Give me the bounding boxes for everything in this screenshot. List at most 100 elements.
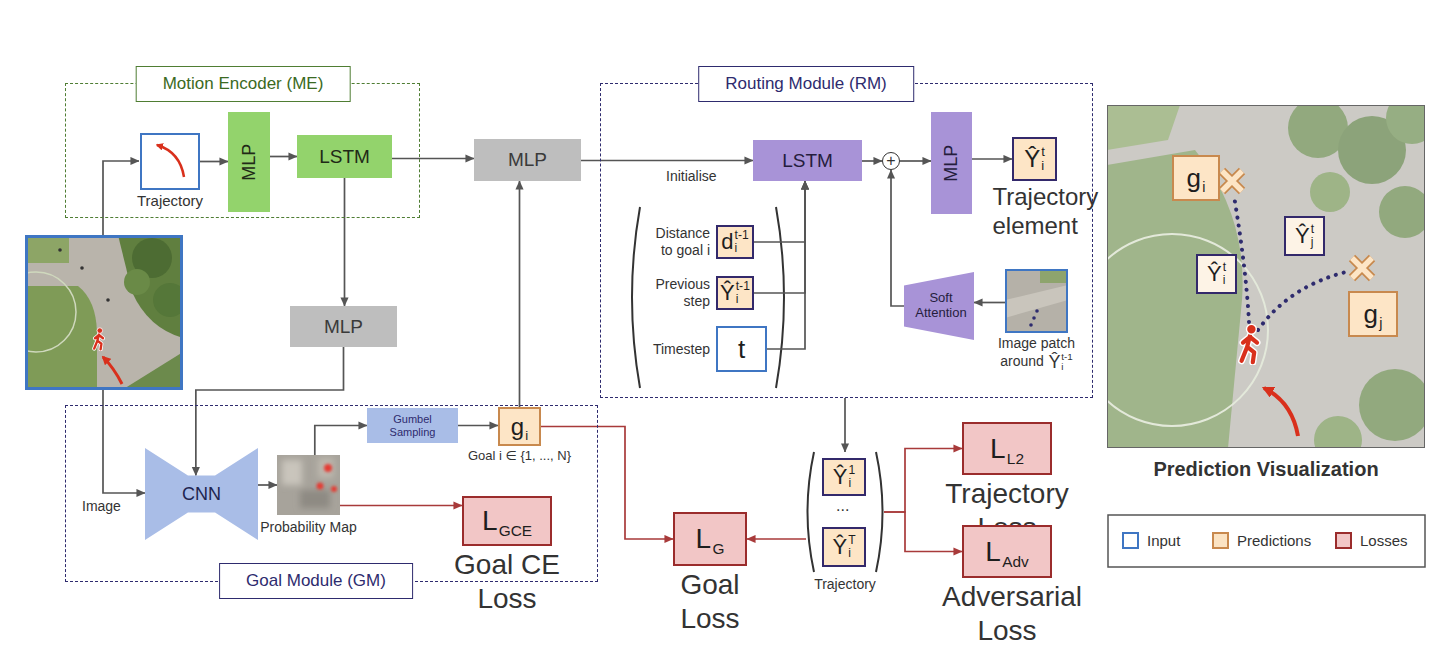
arrow-connector <box>541 427 673 540</box>
attention-block: Soft Attention <box>904 272 974 340</box>
variable-symbol: gi <box>1187 165 1206 191</box>
box-label: MLP <box>941 144 962 181</box>
probability-map-image <box>277 455 340 515</box>
input-image <box>25 235 69 263</box>
bracket <box>776 207 784 388</box>
image-patch-picture <box>1035 309 1039 313</box>
predicted-path <box>1258 271 1350 330</box>
variable-symbol: Ŷtj <box>1295 223 1314 248</box>
math-symbol: LG <box>696 525 725 553</box>
box-inner: + <box>883 153 899 169</box>
bracket <box>632 207 883 572</box>
superscript: t <box>1223 261 1226 274</box>
symbol-base: Ŷ <box>832 536 847 558</box>
symbol-scripts: Adv <box>1002 554 1029 570</box>
variable-symbol: Ŷti <box>1207 261 1226 286</box>
probability-map-image <box>317 483 324 490</box>
legend-text: Losses <box>1360 532 1408 549</box>
superscript: t <box>1311 223 1314 236</box>
box-inner: LL2 <box>964 424 1050 473</box>
layer-box: Gumbel Sampling <box>367 408 458 443</box>
box-inner: MLP <box>931 112 972 214</box>
variable-box: gj <box>1348 291 1398 337</box>
legend-text: Input <box>1147 532 1180 549</box>
symbol-scripts: G <box>712 541 724 557</box>
subscript: i <box>848 477 851 490</box>
probability-map-image <box>317 464 338 492</box>
subscript: j <box>1379 316 1382 331</box>
superscript: t <box>1041 145 1045 159</box>
box-label: Gumbel Sampling <box>379 413 446 438</box>
variable-box: Ŷti <box>1196 254 1237 294</box>
visualization-scene <box>1107 105 1425 448</box>
layer-box: MLP <box>474 139 581 181</box>
variable-symbol: Ŷt-1i <box>720 280 750 305</box>
input-frame <box>27 237 182 389</box>
layer-box: LSTM <box>753 140 862 181</box>
box-label: MLP <box>239 143 260 180</box>
goal-cross <box>1352 258 1372 278</box>
probability-map-image <box>331 486 337 492</box>
goal-cross <box>1222 171 1242 191</box>
arrow-connector <box>974 302 1005 304</box>
loss-box: LAdvAdversarial Loss <box>962 525 1052 578</box>
symbol-scripts: 1i <box>848 464 855 489</box>
symbol-scripts: GCE <box>499 523 532 539</box>
box-label: CNN <box>182 485 221 503</box>
visualization-scene <box>1107 105 1425 448</box>
legend-swatch <box>1212 532 1229 549</box>
image-patch-picture <box>1040 269 1068 283</box>
input-image <box>153 283 183 317</box>
arrow-connector <box>344 178 346 306</box>
subscript: GCE <box>499 523 532 539</box>
variable-symbol: LG <box>696 525 725 553</box>
image-wire <box>103 161 139 235</box>
math-symbol: LAdv <box>985 538 1028 566</box>
symbol-base: g <box>1364 301 1378 327</box>
symbol-base: g <box>511 415 524 439</box>
loss-box: LL2Trajectory Loss <box>962 422 1052 475</box>
math-symbol: dt-1i <box>721 229 748 254</box>
math-symbol: Ŷt-1i <box>1048 352 1072 373</box>
arrow-connector <box>458 425 498 427</box>
subscript: i <box>1061 362 1063 372</box>
variable-symbol: LL2 <box>990 435 1024 463</box>
goal-cross <box>1222 171 1242 191</box>
goal-cross <box>1352 258 1372 278</box>
goal-cross <box>1222 171 1242 191</box>
symbol-base: L <box>985 538 1001 566</box>
math-symbol: ŶTi <box>832 534 855 559</box>
variable-symbol: Ŷ1i <box>833 464 855 489</box>
symbol-base: g <box>1187 165 1201 191</box>
module-group: LSTM+MLPŶtiTrajectory elementdt-1iDistan… <box>600 83 1093 398</box>
caption: Prediction Visualization <box>1116 457 1416 481</box>
visualization-scene <box>1107 105 1425 448</box>
symbol-base: Ŷ <box>1024 147 1040 171</box>
visualization-scene <box>1242 324 1257 362</box>
input-heading: Previous step <box>646 276 710 310</box>
variable-box: ŶTi <box>822 527 866 567</box>
symbol-scripts: i <box>1202 180 1205 195</box>
arrow-connector <box>754 181 805 242</box>
legend-item: Predictions <box>1212 532 1311 549</box>
symbol-scripts: tj <box>1311 223 1314 248</box>
image-patch-picture <box>1029 323 1033 327</box>
math-symbol: gi <box>511 415 528 439</box>
superscript: t-1 <box>1061 352 1073 362</box>
input-image <box>122 352 183 390</box>
math-symbol: t <box>738 336 745 362</box>
box-label: LSTM <box>782 150 833 172</box>
caption: Goal i ∈ {1, ..., N} <box>445 448 595 464</box>
input-image <box>58 248 62 252</box>
arrow-connector <box>862 160 882 162</box>
arrow-connector <box>340 505 462 507</box>
free-label: ... <box>836 497 849 515</box>
legend-swatch <box>1122 532 1139 549</box>
input-image <box>103 357 122 384</box>
symbol-base: Ŷ <box>1207 263 1222 285</box>
math-symbol: gj <box>1364 301 1383 327</box>
arrow-connector <box>900 160 931 162</box>
superscript: t-1 <box>735 229 749 242</box>
input-image <box>25 286 97 390</box>
